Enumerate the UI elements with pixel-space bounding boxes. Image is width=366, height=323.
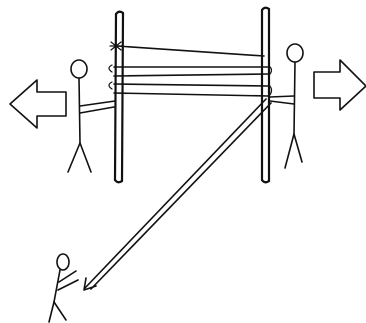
right-person bbox=[270, 44, 303, 168]
long-arrow bbox=[84, 99, 271, 290]
right-person-leg-left bbox=[285, 134, 294, 168]
right-person-body bbox=[294, 62, 295, 134]
left-person-head bbox=[71, 60, 87, 78]
bottom-person-leg-left bbox=[49, 302, 54, 322]
rope-strand-5 bbox=[114, 93, 268, 96]
rope-strands bbox=[109, 42, 272, 96]
left-person-leg-left bbox=[68, 143, 80, 172]
left-post bbox=[115, 12, 123, 183]
bottom-person-body bbox=[54, 270, 60, 302]
rope-strand-1 bbox=[117, 46, 264, 56]
left-person bbox=[68, 60, 115, 172]
bottom-person-head bbox=[57, 254, 69, 270]
bottom-person-arm-1 bbox=[59, 271, 76, 282]
rope-strand-4 bbox=[114, 84, 268, 86]
right-person-arm-upper bbox=[270, 96, 294, 97]
left-person-arm-upper bbox=[80, 101, 115, 106]
left-arrow bbox=[10, 80, 66, 128]
right-person-arm-lower bbox=[270, 101, 294, 104]
left-person-leg-right bbox=[80, 143, 91, 172]
right-person-leg-right bbox=[294, 134, 302, 162]
right-post bbox=[262, 8, 269, 183]
right-arrow bbox=[314, 60, 366, 110]
right-person-head bbox=[287, 44, 303, 62]
bottom-person-leg-right bbox=[54, 302, 66, 320]
bottom-person bbox=[49, 254, 78, 322]
left-person-arm-lower bbox=[80, 107, 114, 113]
left-person-body bbox=[79, 78, 80, 143]
rope-strand-3 bbox=[114, 74, 268, 76]
